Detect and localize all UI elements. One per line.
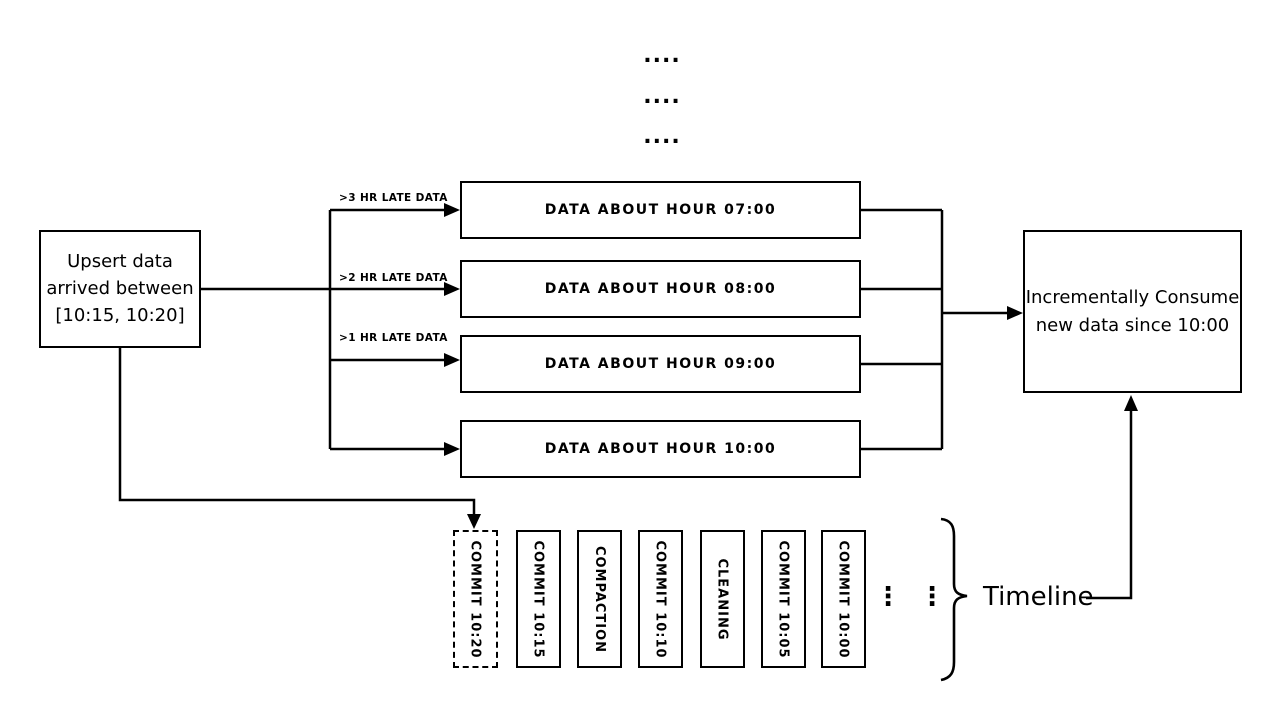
arrowhead-hour07 bbox=[444, 203, 460, 217]
timeline-ellipsis-column: ⋮ bbox=[875, 582, 901, 612]
fanout-arrowheads bbox=[444, 203, 460, 456]
data-hour-0700-box: DATA ABOUT HOUR 07:00 bbox=[460, 181, 861, 239]
timeline-commit-1020-box: COMMIT 10:20 bbox=[453, 530, 498, 668]
data-hour-0900-label: DATA ABOUT HOUR 09:00 bbox=[544, 356, 777, 372]
consume-line-2: new data since 10:00 bbox=[1035, 315, 1230, 336]
timeline-compaction-box: COMPACTION bbox=[577, 530, 622, 668]
arrowhead-hour09 bbox=[444, 353, 460, 367]
timeline-commit-1000-box: COMMIT 10:00 bbox=[821, 530, 866, 668]
incremental-consume-text: Incrementally Consume new data since 10:… bbox=[1026, 285, 1240, 338]
timeline-commit-1015-box: COMMIT 10:15 bbox=[516, 530, 561, 668]
timeline-cleaning-label: CLEANING bbox=[715, 557, 731, 641]
late-data-label-2hr: >2 HR LATE DATA bbox=[339, 272, 448, 284]
arrowhead-hour08 bbox=[444, 282, 460, 296]
timeline-commit-1010-box: COMMIT 10:10 bbox=[638, 530, 683, 668]
upsert-line-2: arrived between bbox=[46, 278, 194, 299]
upsert-data-box-text: Upsert data arrived between [10:15, 10:2… bbox=[46, 250, 193, 328]
late-data-label-1hr: >1 HR LATE DATA bbox=[339, 332, 448, 344]
fanout-connectors bbox=[201, 208, 445, 451]
timeline-commit-1015-label: COMMIT 10:15 bbox=[531, 539, 547, 659]
timeline-commit-1010-label: COMMIT 10:10 bbox=[653, 539, 669, 659]
data-hour-0900-box: DATA ABOUT HOUR 09:00 bbox=[460, 335, 861, 393]
timeline-commit-1005-box: COMMIT 10:05 bbox=[761, 530, 806, 668]
timeline-label: Timeline bbox=[983, 582, 1094, 612]
timeline-to-consume-connector bbox=[1086, 411, 1133, 600]
fanin-connectors bbox=[860, 208, 1007, 451]
timeline-cleaning-box: CLEANING bbox=[700, 530, 745, 668]
timeline-brace bbox=[940, 517, 968, 682]
arrowhead-hour10 bbox=[444, 442, 460, 456]
arrowhead-up-consume bbox=[1124, 395, 1138, 411]
data-hour-0700-label: DATA ABOUT HOUR 07:00 bbox=[544, 202, 777, 218]
late-data-label-3hr: >3 HR LATE DATA bbox=[339, 192, 448, 204]
top-ellipsis-row: .... bbox=[643, 43, 681, 68]
upsert-line-3: [10:15, 10:20] bbox=[55, 305, 185, 326]
timeline-commit-1005-label: COMMIT 10:05 bbox=[776, 539, 792, 659]
up-path-line bbox=[1086, 411, 1133, 600]
down-path-line bbox=[118, 348, 476, 514]
data-hour-1000-label: DATA ABOUT HOUR 10:00 bbox=[544, 441, 777, 457]
top-ellipsis-row: .... bbox=[643, 124, 681, 149]
arrowhead-consume bbox=[1007, 306, 1023, 320]
upsert-to-commit-connector bbox=[118, 348, 476, 514]
upsert-data-box: Upsert data arrived between [10:15, 10:2… bbox=[39, 230, 201, 348]
timeline-compaction-label: COMPACTION bbox=[592, 545, 608, 653]
incremental-consume-box: Incrementally Consume new data since 10:… bbox=[1023, 230, 1242, 393]
timeline-ellipsis-column: ⋮ bbox=[919, 582, 945, 612]
consume-line-1: Incrementally Consume bbox=[1025, 287, 1240, 308]
upsert-line-1: Upsert data bbox=[67, 251, 173, 272]
arrowhead-commit bbox=[467, 514, 481, 529]
top-ellipsis-row: .... bbox=[643, 84, 681, 109]
timeline-commit-1000-label: COMMIT 10:00 bbox=[836, 539, 852, 659]
data-hour-1000-box: DATA ABOUT HOUR 10:00 bbox=[460, 420, 861, 478]
data-hour-0800-box: DATA ABOUT HOUR 08:00 bbox=[460, 260, 861, 318]
timeline-commit-1020-label: COMMIT 10:20 bbox=[468, 539, 484, 659]
data-hour-0800-label: DATA ABOUT HOUR 08:00 bbox=[544, 281, 777, 297]
